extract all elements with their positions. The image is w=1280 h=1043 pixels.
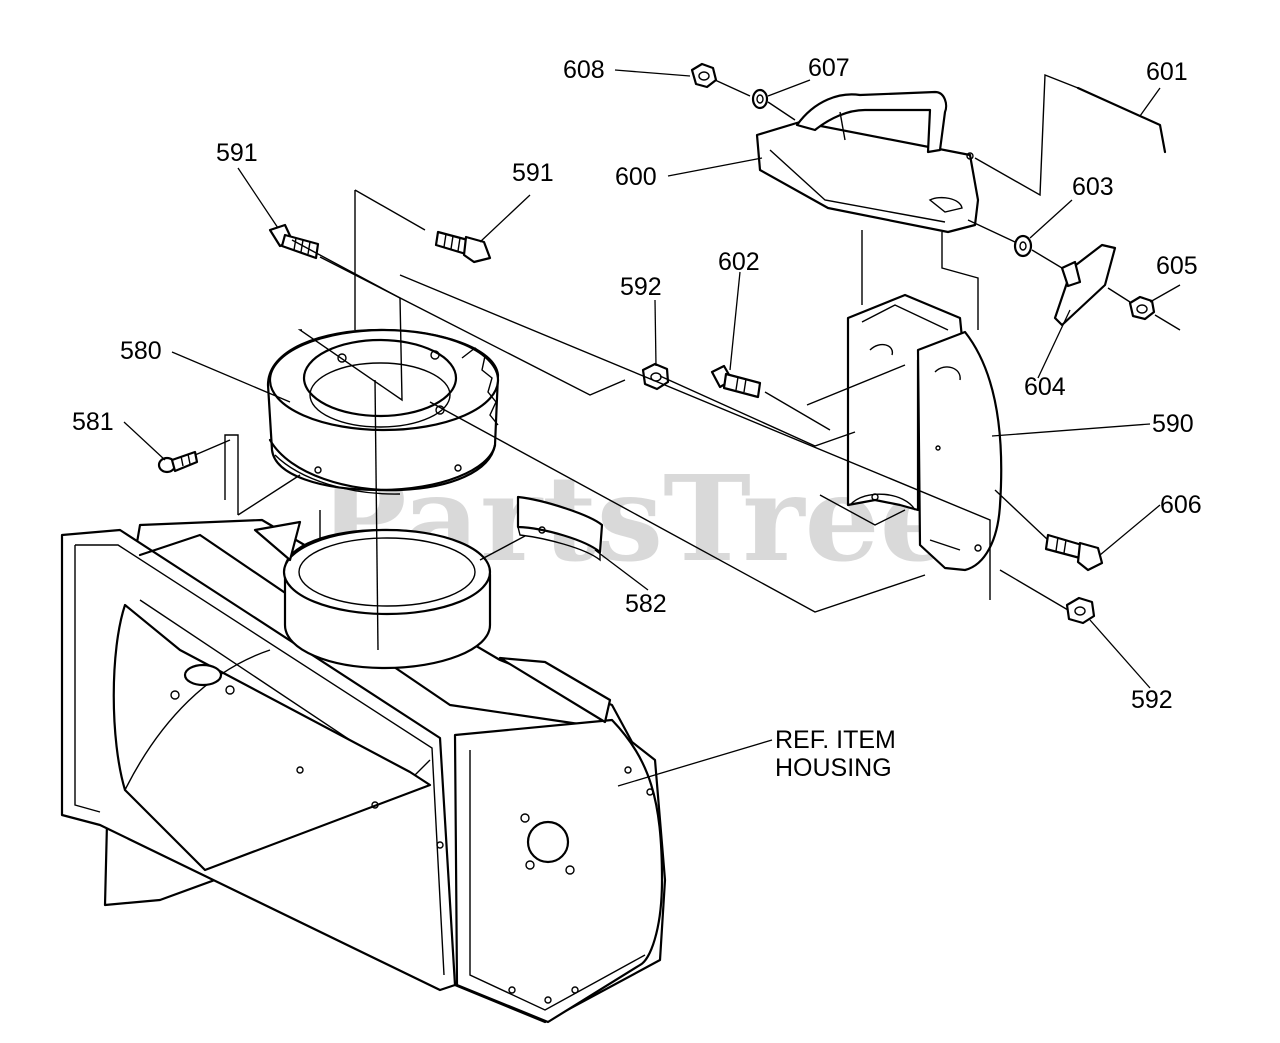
deflector-600[interactable] — [755, 90, 980, 234]
callout-580: 580 — [120, 337, 162, 365]
callout-leaders — [123, 69, 1181, 787]
housing-label: HOUSING — [775, 754, 892, 782]
pin-601[interactable] — [1076, 86, 1167, 154]
nut-592-upper[interactable] — [641, 362, 670, 391]
washer-603[interactable] — [1013, 234, 1033, 258]
callout-591-right: 591 — [512, 159, 554, 187]
callout-603: 603 — [1072, 173, 1114, 201]
clamp-582[interactable] — [516, 495, 604, 562]
callout-601: 601 — [1146, 58, 1188, 86]
callout-592-lower: 592 — [1131, 686, 1173, 714]
washer-607[interactable] — [751, 88, 769, 110]
knob-604[interactable] — [1053, 243, 1117, 327]
bolt-602[interactable] — [710, 364, 762, 399]
callout-591-left: 591 — [216, 139, 258, 167]
nut-592-lower[interactable] — [1065, 596, 1096, 625]
callout-labels: 608 607 601 600 603 605 591 591 592 602 … — [72, 54, 1202, 782]
callout-607: 607 — [808, 54, 850, 82]
callout-600: 600 — [615, 163, 657, 191]
screw-581[interactable] — [157, 450, 199, 474]
ref-item-label: REF. ITEM — [775, 726, 896, 754]
bolt-591-right[interactable] — [434, 230, 492, 264]
callout-608: 608 — [563, 56, 605, 84]
callout-582: 582 — [625, 590, 667, 618]
nut-608[interactable] — [690, 62, 718, 89]
assembly-lines — [194, 73, 1181, 651]
callout-606: 606 — [1160, 491, 1202, 519]
callout-602: 602 — [718, 248, 760, 276]
nut-605[interactable] — [1128, 295, 1156, 321]
discharge-chute-590[interactable] — [846, 293, 1003, 572]
callout-581: 581 — [72, 408, 114, 436]
callout-605: 605 — [1156, 252, 1198, 280]
callout-592-upper: 592 — [620, 273, 662, 301]
chute-ring-580[interactable] — [266, 328, 500, 495]
callout-604: 604 — [1024, 373, 1066, 401]
bolt-606[interactable] — [1044, 533, 1104, 572]
callout-590: 590 — [1152, 410, 1194, 438]
housing-part[interactable] — [60, 518, 667, 1024]
